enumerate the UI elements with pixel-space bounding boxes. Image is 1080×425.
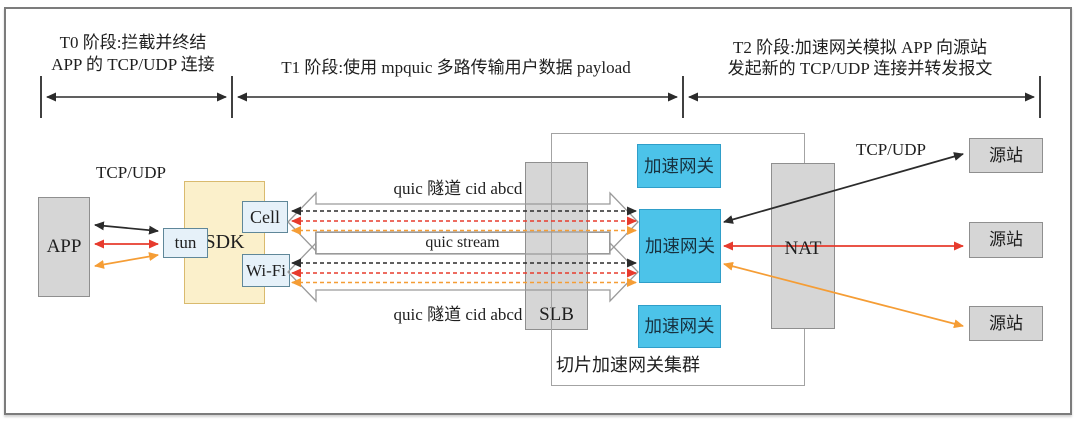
origin-box-2: 源站 xyxy=(969,222,1043,258)
phase-t2-line2: 发起新的 TCP/UDP 连接并转发报文 xyxy=(727,59,993,78)
app-label: APP xyxy=(46,236,82,258)
phase-t0-line2: APP 的 TCP/UDP 连接 xyxy=(51,55,215,74)
wifi-label: Wi-Fi xyxy=(246,260,286,280)
phase-ruler-bars xyxy=(40,76,1041,118)
nat-label: NAT xyxy=(784,238,822,259)
quic-tunnel-top-label: quic 隧道 cid abcd xyxy=(393,179,523,198)
app-box: APP xyxy=(38,197,90,297)
block-arrow-tunnel-bottom xyxy=(287,241,639,303)
slb-box: SLB xyxy=(525,162,588,330)
gateway-box-bottom: 加速网关 xyxy=(638,305,721,348)
gateway-box-middle: 加速网关 xyxy=(639,209,721,283)
wifi-box: Wi-Fi xyxy=(242,254,290,287)
phase-t0-line1: T0 阶段:拦截并终结 xyxy=(59,33,207,52)
phase-t2-label: T2 阶段:加速网关模拟 APP 向源站 发起新的 TCP/UDP 连接并转发报… xyxy=(700,37,1020,79)
wifi-dashed-flows xyxy=(291,258,637,287)
arrow-app-tun-orange xyxy=(94,252,159,269)
quic-tunnel-bottom-label: quic 隧道 cid abcd xyxy=(393,305,523,324)
tun-box: tun xyxy=(163,228,208,258)
cell-dashed-flows xyxy=(291,206,637,235)
cell-box: Cell xyxy=(242,201,288,233)
origin-box-1: 源站 xyxy=(969,138,1043,173)
phase-t1-line1: T1 阶段:使用 mpquic 多路传输用户数据 payload xyxy=(281,58,631,77)
tun-label: tun xyxy=(174,233,197,253)
slb-label: SLB xyxy=(539,304,574,326)
gateway-box-top: 加速网关 xyxy=(637,144,721,188)
phase-t1-label: T1 阶段:使用 mpquic 多路传输用户数据 payload xyxy=(240,57,672,79)
phase-t0-label: T0 阶段:拦截并终结 APP 的 TCP/UDP 连接 xyxy=(18,32,248,76)
block-arrow-tunnel-top xyxy=(287,191,639,253)
origin-box-3: 源站 xyxy=(969,306,1043,341)
phase-t2-line1: T2 阶段:加速网关模拟 APP 向源站 xyxy=(733,38,987,57)
tcp-udp-right-label: TCP/UDP xyxy=(856,140,926,159)
sdk-label: SDK xyxy=(204,231,245,253)
arrow-gateway-origin-orange xyxy=(723,261,964,329)
cell-label: Cell xyxy=(250,206,280,227)
arrow-gateway-origin-black xyxy=(723,152,964,224)
arrow-app-tun-black xyxy=(94,221,159,235)
tcp-udp-left-label: TCP/UDP xyxy=(96,163,166,182)
quic-stream-label: quic stream xyxy=(425,233,500,251)
diagram-frame xyxy=(4,7,1072,415)
gateway-cluster-label: 切片加速网关集群 xyxy=(556,355,700,375)
